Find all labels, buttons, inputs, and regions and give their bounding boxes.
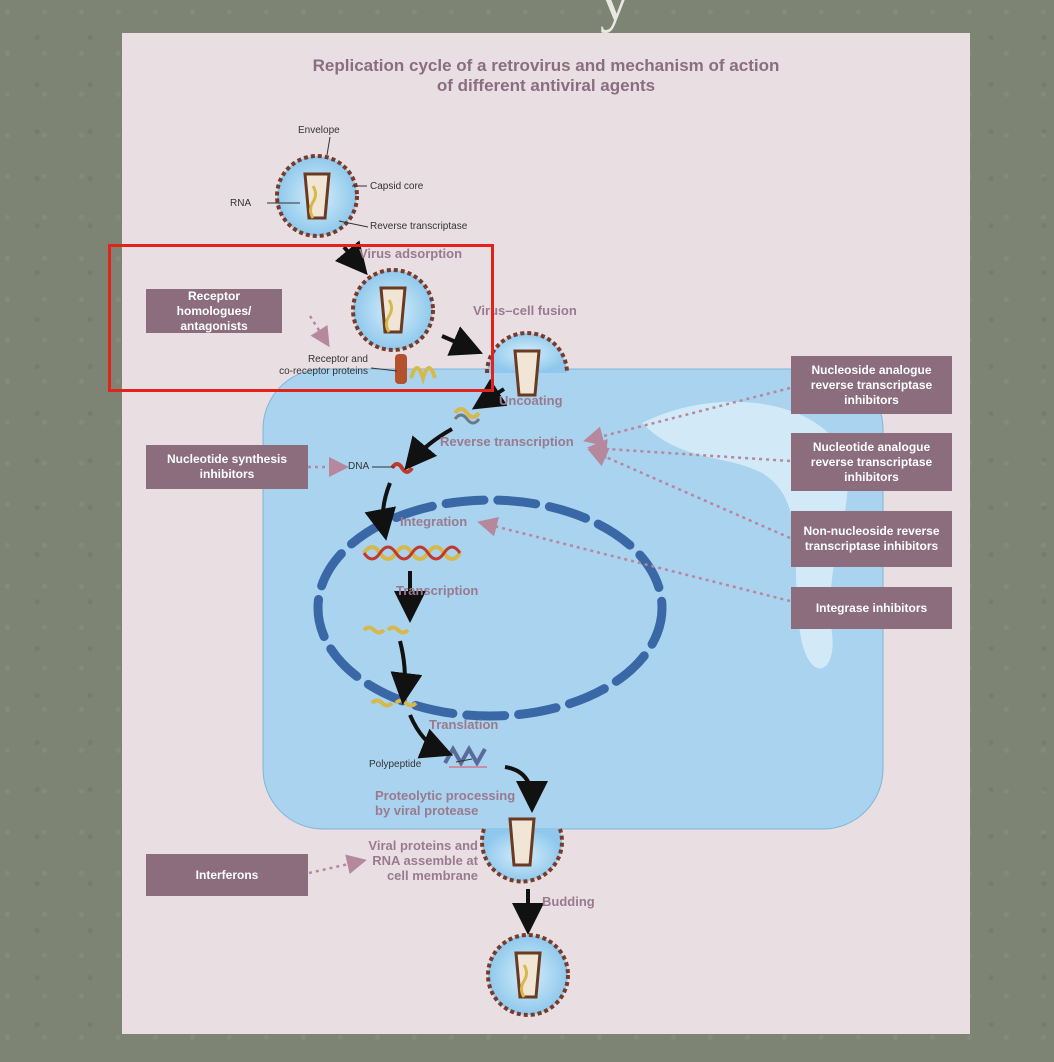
fusing-virion-icon (485, 331, 569, 397)
inhibitor-receptor-line-1: Receptor homologues/ (176, 288, 252, 318)
highlight-box (108, 244, 494, 392)
budded-virion-icon (486, 933, 570, 1017)
inhibitor-nucleotide-line-1: Nucleotide analogue (812, 439, 931, 454)
inhibitor-nucleoside-line-2: reverse transcriptase (810, 377, 933, 392)
step-proteolytic-line-1: Proteolytic processing (375, 788, 516, 803)
title-line-1: Replication cycle of a retrovirus and me… (312, 56, 780, 75)
virion-icon (351, 268, 435, 352)
title-line-2: of different antiviral agents (436, 76, 656, 95)
step-proteolytic-processing: Proteolytic processing by viral protease (375, 788, 515, 818)
step-proteolytic-line-2: by viral protease (375, 803, 479, 818)
step-reverse-transcription: Reverse transcription (440, 434, 574, 449)
step-virus-cell-fusion: Virus–cell fusion (473, 303, 577, 318)
inhibitor-receptor-homologues: Receptor homologues/ antagonists (146, 289, 282, 333)
step-uncoating: Uncoating (499, 393, 563, 408)
inhibitor-arrows (308, 315, 791, 875)
inhibitor-interferons-label: Interferons (195, 867, 259, 882)
diagram-panel: Replication cycle of a retrovirus and me… (122, 33, 970, 1034)
uncoated-rna-icon (453, 407, 481, 425)
inhibitor-nonnucleoside-line-2: transcriptase inhibitors (804, 539, 939, 553)
label-receptor-proteins: Receptor and co-receptor proteins (260, 354, 368, 378)
nucleus-envelope (313, 495, 667, 721)
label-polypeptide: Polypeptide (369, 759, 422, 770)
step-assembly-line-3: cell membrane (386, 868, 478, 883)
step-assembly: Viral proteins and RNA assemble at cell … (342, 838, 478, 883)
receptor-protein-icon (395, 354, 437, 385)
inhibitor-nucleotide-analogue-rti: Nucleotide analogue reverse transcriptas… (791, 433, 952, 491)
step-integration: Integration (400, 514, 468, 529)
label-reverse-transcriptase: Reverse transcriptase (370, 221, 468, 232)
diagram-title: Replication cycle of a retrovirus and me… (122, 56, 970, 96)
label-receptor-line-2: co-receptor proteins (279, 366, 368, 377)
label-envelope: Envelope (298, 125, 340, 136)
step-budding: Budding (542, 894, 595, 909)
step-virus-adsorption: Virus adsorption (359, 246, 463, 261)
slide-heading-fragment: y (600, 0, 630, 33)
integrated-dna-icon (362, 545, 462, 561)
step-assembly-line-2: RNA assemble at (372, 853, 478, 868)
label-receptor-line-1: Receptor and (307, 354, 368, 365)
inhibitor-nucleotide-synthesis-line-2: inhibitors (199, 467, 255, 481)
label-leaders (267, 136, 473, 763)
label-capsid-core: Capsid core (370, 181, 424, 192)
label-rna: RNA (230, 198, 252, 209)
inhibitor-nucleotide-synthesis: Nucleotide synthesis inhibitors (146, 445, 308, 489)
inhibitor-receptor-line-2: antagonists (180, 318, 248, 333)
assembling-virion-icon (480, 817, 564, 884)
step-translation: Translation (429, 717, 499, 732)
inhibitor-nucleoside-line-1: Nucleoside analogue (811, 362, 932, 377)
inhibitor-non-nucleoside-rti: Non-nucleoside reverse transcriptase inh… (791, 511, 952, 567)
inhibitor-nucleoside-analogue-rti: Nucleoside analogue reverse transcriptas… (791, 356, 952, 414)
inhibitor-interferons: Interferons (146, 854, 308, 896)
inhibitor-integrase: Integrase inhibitors (791, 587, 952, 629)
inhibitor-nonnucleoside-line-1: Non-nucleoside reverse (803, 524, 940, 538)
inhibitor-nucleotide-synthesis-line-1: Nucleotide synthesis (166, 452, 288, 466)
process-arrows (334, 240, 548, 935)
virion-icon (275, 154, 359, 238)
label-dna: DNA (348, 461, 370, 472)
inhibitor-nucleotide-line-2: reverse transcriptase (810, 454, 933, 469)
viral-dna-icon (390, 462, 414, 474)
mrna-icon (362, 625, 410, 635)
step-assembly-line-1: Viral proteins and (368, 838, 478, 853)
inhibitor-nucleoside-line-3: inhibitors (844, 392, 899, 407)
inhibitor-nucleotide-line-3: inhibitors (844, 469, 899, 484)
inhibitor-integrase-label: Integrase inhibitors (815, 600, 928, 615)
step-transcription: Transcription (396, 583, 479, 598)
